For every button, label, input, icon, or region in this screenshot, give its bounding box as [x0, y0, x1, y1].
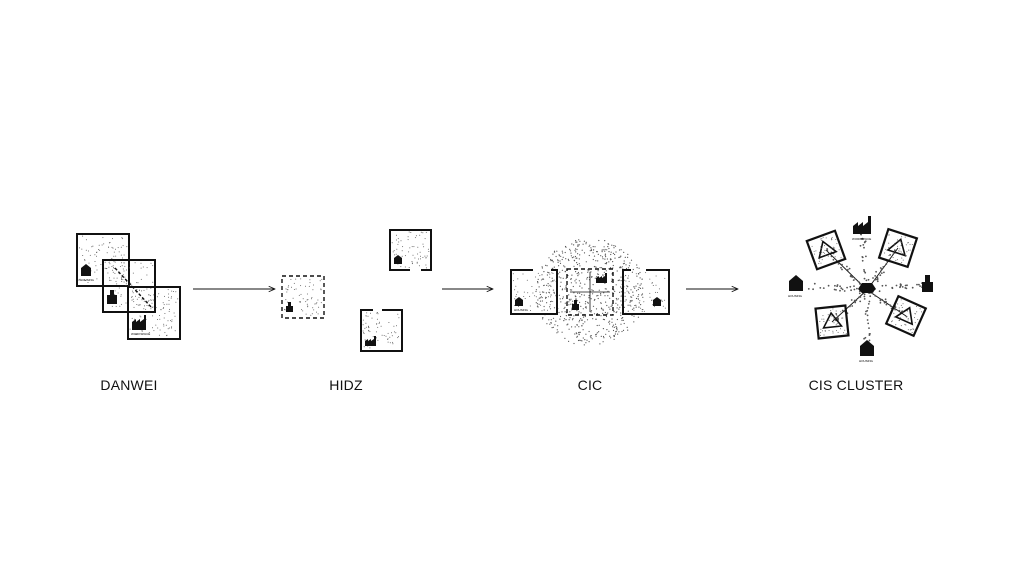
house-icon [515, 297, 523, 306]
office-tower-icon [922, 275, 933, 292]
factory-icon [853, 216, 871, 234]
workspace-tiny-label: WORKSPACE [852, 237, 871, 241]
house-icon [653, 297, 661, 306]
cic-diagram: HOUSING [510, 239, 670, 346]
cic-housing-block: HOUSING [510, 269, 558, 315]
cic-right-block [622, 269, 670, 315]
house-icon [394, 255, 402, 264]
factory-icon [365, 336, 376, 346]
cis-node-bottom-right [884, 294, 928, 338]
housing-tiny-label: HOUSING [788, 294, 803, 298]
stage-label-danwei: DANWEI [100, 377, 158, 393]
housing-tiny-label: HOUSING [859, 359, 874, 363]
cis-node-top-left [805, 229, 847, 271]
danwei-diagram: HOUSING WORKSPACE [76, 233, 181, 340]
cic-center-block [566, 268, 614, 316]
danwei-dashed-overlay [102, 259, 156, 313]
cis-cluster-diagram: WORKSPACE HOUSING HOUSING [788, 216, 933, 363]
housing-tiny-label: HOUSING [80, 278, 95, 282]
office-tower-icon [107, 290, 117, 304]
stage-label-cis-cluster: CIS CLUSTER [808, 377, 904, 393]
cis-node-bottom-left [814, 304, 850, 340]
office-tower-icon [286, 302, 293, 312]
cic-dotted-cloud [535, 239, 644, 346]
house-icon [81, 264, 91, 276]
hidz-housing-block [389, 229, 432, 271]
hidz-office-block [281, 275, 325, 319]
house-icon [789, 275, 803, 291]
factory-icon [132, 315, 146, 330]
office-tower-icon [572, 300, 579, 310]
cis-hub [858, 283, 876, 293]
cis-node-top-right [877, 227, 919, 269]
stage-label-cic: CIC [577, 377, 603, 393]
workspace-tiny-label: WORKSPACE [131, 332, 150, 336]
hidz-diagram [281, 229, 432, 352]
hidz-workspace-block [360, 309, 403, 352]
factory-icon [596, 273, 607, 283]
housing-tiny-label: HOUSING [514, 308, 529, 312]
house-icon [860, 340, 874, 356]
stage-label-hidz: HIDZ [329, 377, 363, 393]
